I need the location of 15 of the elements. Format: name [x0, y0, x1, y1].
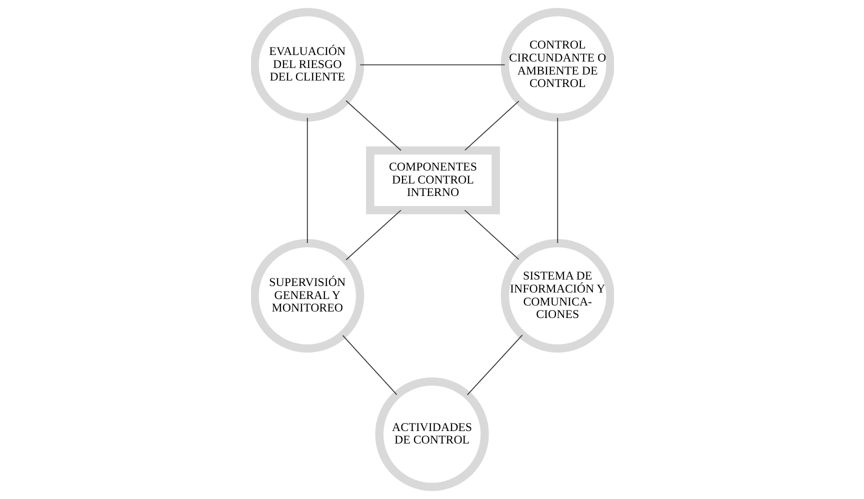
connector [306, 117, 308, 244]
node-box: COMPONENTES DEL CONTROL INTERNO [366, 146, 500, 214]
connector [466, 334, 522, 396]
node-circle: EVALUACIÓN DEL RIESGO DEL CLIENTE [250, 8, 364, 122]
connector [464, 210, 519, 260]
node-circle: SISTEMA DE INFORMACIÓN Y COMUNICA- CIONES [500, 238, 614, 353]
connector [342, 335, 397, 396]
node-circle: CONTROL CIRCUNDANTE O AMBIENTE DE CONTROL [500, 8, 614, 122]
connector [464, 100, 519, 151]
connector [345, 210, 401, 260]
node-circle: ACTIVIDADES DE CONTROL [374, 377, 488, 491]
connector [556, 117, 558, 244]
node-circle: SUPERVISIÓN GENERAL Y MONITOREO [250, 238, 364, 353]
connector [345, 100, 401, 151]
connector [359, 64, 505, 66]
